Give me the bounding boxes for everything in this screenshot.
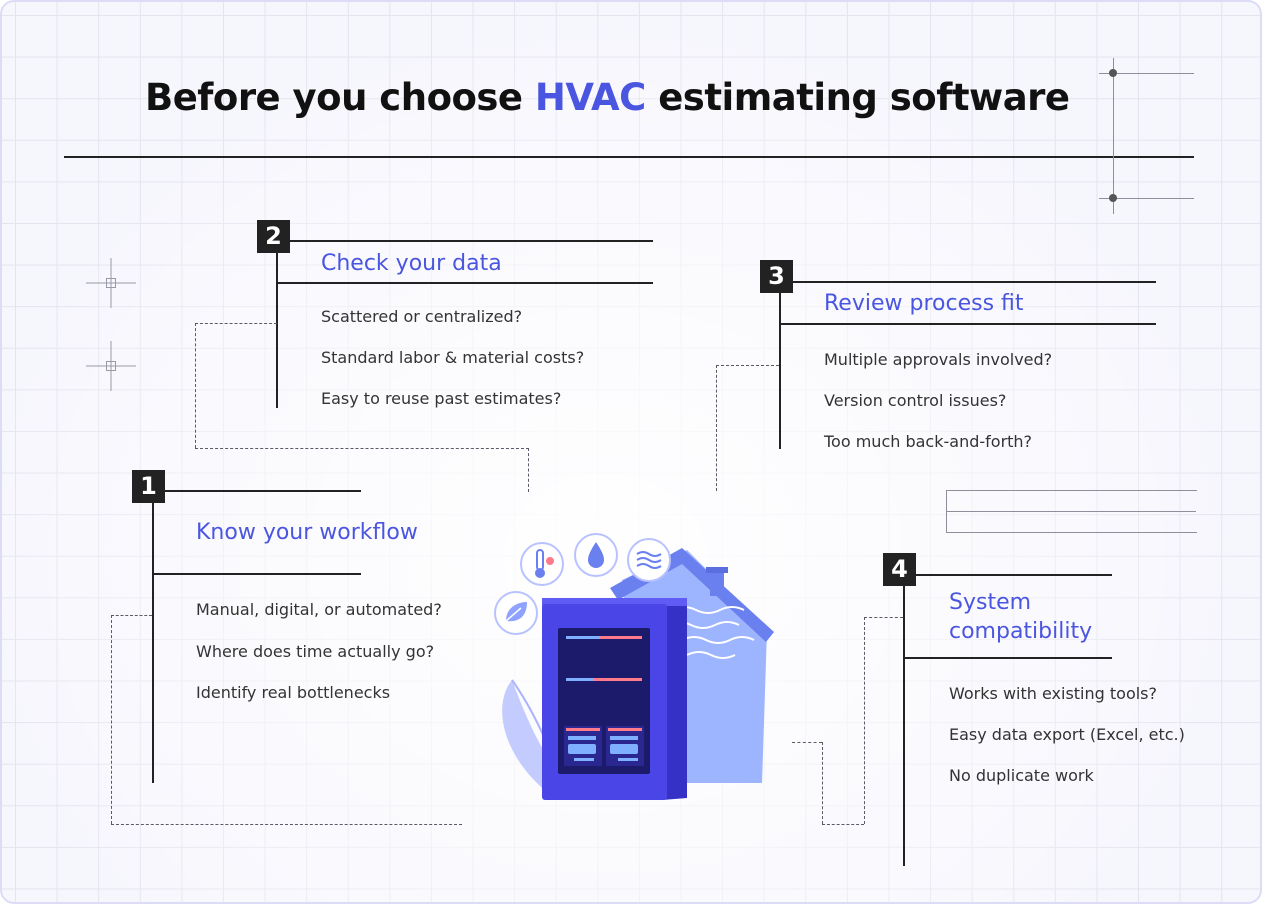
leaf-icon: [494, 591, 538, 635]
title-text-before: Before you choose: [145, 76, 523, 119]
step-1-item: Where does time actually go?: [196, 642, 435, 661]
step-badge-3: 3: [760, 260, 793, 293]
step-4-title-rule: [903, 657, 1112, 659]
step-1-title: Know your workflow: [196, 520, 418, 545]
step-2-title: Check your data: [321, 251, 502, 276]
step-1-title-rule: [152, 573, 361, 575]
air-waves-icon: [627, 538, 671, 582]
step-3-item: Too much back-and-forth?: [824, 432, 1033, 451]
step-4-item: Works with existing tools?: [949, 684, 1158, 703]
corner-dot: [1109, 69, 1117, 77]
step-2-item: Standard labor & material costs?: [321, 348, 585, 367]
connector-dash: [111, 615, 152, 616]
water-drop-icon: [574, 533, 618, 577]
connector-dash: [195, 323, 196, 448]
step-3-top-rule: [793, 281, 1156, 283]
plant-leaf-shape: [502, 680, 572, 792]
step-1-top-rule: [165, 490, 361, 492]
thermometer-icon: [520, 542, 564, 586]
page-title: Before you choose HVAC estimating softwa…: [145, 76, 1070, 119]
connector-dash: [822, 824, 864, 825]
header-divider: [64, 156, 1194, 158]
step-badge-1: 1: [132, 470, 165, 503]
step-2-item: Easy to reuse past estimates?: [321, 389, 562, 408]
step-2-top-rule: [290, 240, 653, 242]
step-3-item: Version control issues?: [824, 391, 1007, 410]
connector-dash: [195, 323, 277, 324]
connector-dash: [195, 448, 529, 449]
step-4-item: Easy data export (Excel, etc.): [949, 725, 1185, 744]
step-2-item: Scattered or centralized?: [321, 307, 523, 326]
step-1-stem: [152, 503, 154, 783]
connector-dash: [864, 617, 865, 824]
connector-dash: [528, 448, 529, 492]
connector-dash: [716, 365, 779, 366]
connector-dash: [792, 742, 822, 743]
step-4-item: No duplicate work: [949, 766, 1094, 785]
hvac-unit-side: [662, 598, 687, 800]
corner-mark-bottom: [1099, 198, 1194, 199]
step-4-stem: [903, 586, 905, 866]
crosshair-icon: [86, 341, 136, 391]
step-3-title-rule: [779, 323, 1156, 325]
corner-mark-top: [1099, 73, 1194, 74]
title-highlight: HVAC: [534, 76, 646, 119]
step-3-title: Review process fit: [824, 291, 1024, 316]
step-4-title-line2: compatibility: [949, 619, 1093, 644]
house-chimney: [710, 570, 724, 596]
step-badge-2: 2: [257, 220, 290, 253]
step-4-title: System compatibility: [949, 588, 1092, 646]
corner-dot: [1109, 194, 1117, 202]
decor-bars-middle: [946, 511, 1196, 512]
connector-dash: [822, 742, 823, 824]
step-1-item: Identify real bottlenecks: [196, 683, 391, 702]
step-badge-4: 4: [883, 553, 916, 586]
corner-mark-vertical: [1113, 58, 1114, 214]
connector-dash: [716, 365, 717, 491]
step-4-title-line1: System: [949, 590, 1032, 615]
hvac-illustration: [502, 548, 774, 800]
connector-dash: [864, 617, 903, 618]
step-2-stem: [276, 253, 278, 408]
title-text-after: estimating software: [658, 76, 1070, 119]
step-3-stem: [779, 293, 781, 449]
step-3-item: Multiple approvals involved?: [824, 350, 1053, 369]
connector-dash: [111, 615, 112, 824]
step-1-item: Manual, digital, or automated?: [196, 600, 442, 619]
crosshair-icon: [86, 258, 136, 308]
connector-dash: [111, 824, 462, 825]
step-4-top-rule: [916, 574, 1112, 576]
step-2-title-rule: [276, 282, 653, 284]
